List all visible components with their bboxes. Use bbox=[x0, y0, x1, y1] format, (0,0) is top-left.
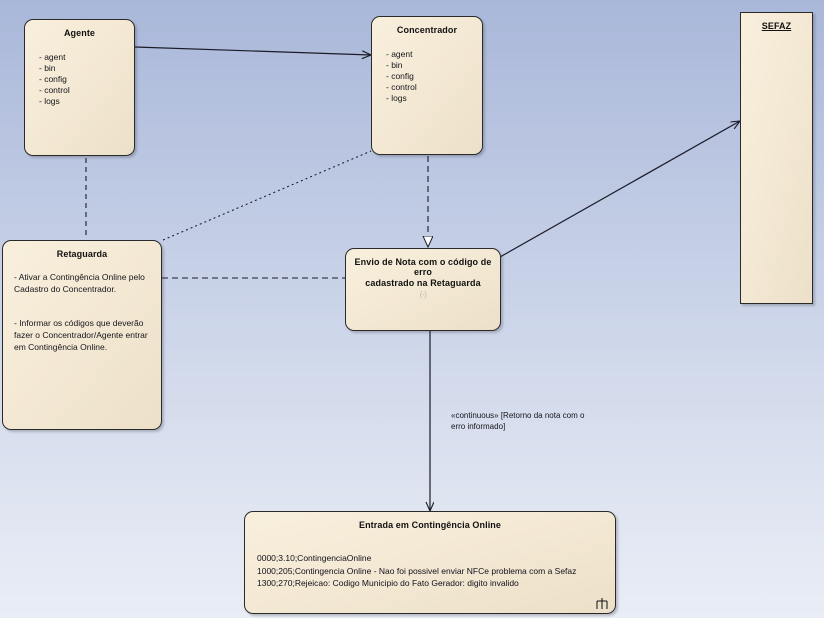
node-concentrador-attributes: - agent - bin - config - control - logs bbox=[372, 35, 482, 104]
attribute-item: - agent bbox=[386, 49, 413, 59]
collapse-marker[interactable]: (-) bbox=[419, 290, 427, 299]
node-concentrador[interactable]: Concentrador - agent - bin - config - co… bbox=[371, 16, 483, 155]
node-envio-title-line2: cadastrado na Retaguarda bbox=[365, 278, 481, 288]
node-concentrador-title: Concentrador bbox=[396, 25, 458, 35]
node-retaguarda-title: Retaguarda bbox=[56, 249, 108, 259]
code-line: 1300;270;Rejeicao: Codigo Municipio do F… bbox=[257, 578, 519, 588]
attribute-item: - agent bbox=[39, 52, 66, 62]
attribute-item: - control bbox=[386, 82, 417, 92]
edge-envio-to-sefaz bbox=[499, 121, 740, 258]
node-retaguarda-body: - Ativar a Contingência Online pelo Cada… bbox=[3, 259, 161, 353]
node-envio-title-line1: Envio de Nota com o código de erro bbox=[354, 257, 492, 277]
body-paragraph: - Ativar a Contingência Online pelo Cada… bbox=[14, 272, 148, 294]
attribute-item: - bin bbox=[39, 63, 56, 73]
body-paragraph: - Informar os códigos que deverão fazer … bbox=[14, 318, 151, 352]
attribute-item: - bin bbox=[386, 60, 403, 70]
node-envio-de-nota[interactable]: Envio de Nota com o código de erro cadas… bbox=[345, 248, 501, 331]
edge-agente-to-concentrador bbox=[134, 46, 371, 55]
attribute-item: - logs bbox=[386, 93, 407, 103]
node-entrada-contingencia[interactable]: Entrada em Contingência Online 0000;3.10… bbox=[244, 511, 616, 614]
node-agente-attributes: - agent - bin - config - control - logs bbox=[25, 38, 134, 107]
attribute-item: - config bbox=[39, 74, 67, 84]
node-retaguarda[interactable]: Retaguarda - Ativar a Contingência Onlin… bbox=[2, 240, 162, 430]
code-line: 1000;205;Contingencia Online - Nao foi p… bbox=[257, 565, 577, 576]
note-artifact-icon bbox=[596, 598, 608, 609]
edge-label-continuous: «continuous» [Retorno da nota com o erro… bbox=[451, 411, 585, 431]
attribute-item: - control bbox=[39, 85, 70, 95]
node-agente-title: Agente bbox=[63, 28, 96, 38]
node-sefaz[interactable]: SEFAZ bbox=[740, 12, 813, 304]
node-entrada-title: Entrada em Contingência Online bbox=[358, 520, 502, 530]
attribute-item: - logs bbox=[39, 96, 60, 106]
node-sefaz-title: SEFAZ bbox=[761, 21, 792, 31]
attribute-item: - config bbox=[386, 71, 414, 81]
node-agente[interactable]: Agente - agent - bin - config - control … bbox=[24, 19, 135, 156]
edge-retaguarda-to-concentrador bbox=[162, 150, 372, 241]
node-entrada-body: 0000;3.10;ContingenciaOnline 1000;205;Co… bbox=[245, 530, 615, 590]
code-line: 0000;3.10;ContingenciaOnline bbox=[257, 553, 372, 563]
